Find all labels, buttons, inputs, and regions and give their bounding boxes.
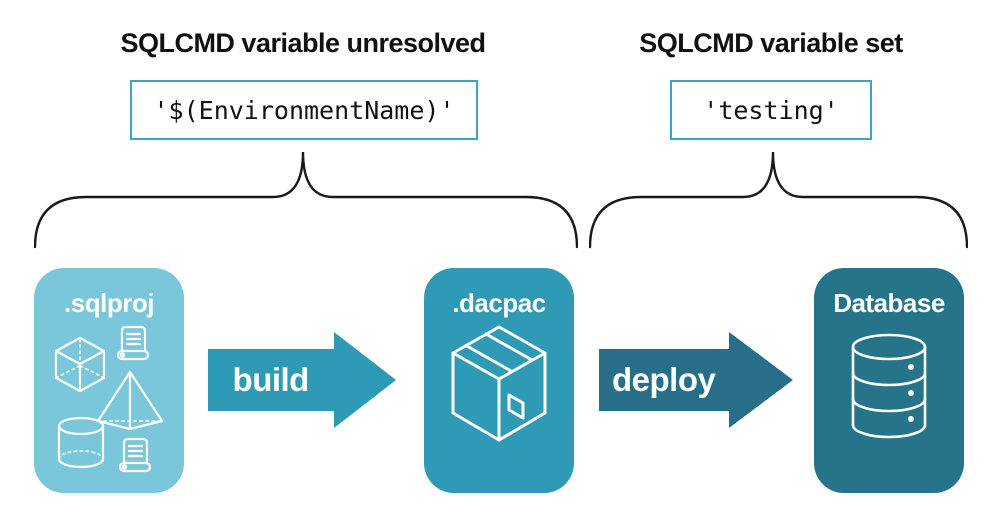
node-dacpac: .dacpac [424, 268, 574, 493]
node-sqlproj: .sqlproj [34, 268, 184, 493]
left-code-box: '$(EnvironmentName)' [130, 80, 478, 140]
pyramid-icon [98, 372, 162, 429]
database-icon [847, 333, 931, 439]
build-arrow: build [208, 330, 398, 430]
deploy-arrow-label: deploy [612, 361, 716, 398]
cylinder-icon [59, 418, 103, 467]
node-database: Database [814, 268, 964, 493]
left-heading: SQLCMD variable unresolved [120, 28, 486, 58]
arrow-shape [208, 332, 396, 428]
right-heading: SQLCMD variable set [639, 28, 903, 58]
node-database-label: Database [833, 288, 945, 318]
node-dacpac-label: .dacpac [452, 288, 546, 318]
package-icon [448, 325, 550, 445]
build-arrow-label: build [232, 361, 310, 398]
deploy-arrow: deploy [599, 330, 795, 430]
scroll-icon [118, 327, 148, 359]
cube-icon [56, 338, 104, 391]
right-code-text: 'testing' [703, 95, 839, 125]
scroll-icon [120, 439, 150, 471]
right-brace [589, 151, 968, 249]
right-code-box: 'testing' [670, 80, 872, 140]
sql-objects-icon [53, 325, 165, 477]
arrow-shape [599, 332, 793, 428]
left-code-text: '$(EnvironmentName)' [153, 95, 455, 125]
left-brace [34, 151, 578, 249]
node-sqlproj-label: .sqlproj [64, 288, 154, 318]
